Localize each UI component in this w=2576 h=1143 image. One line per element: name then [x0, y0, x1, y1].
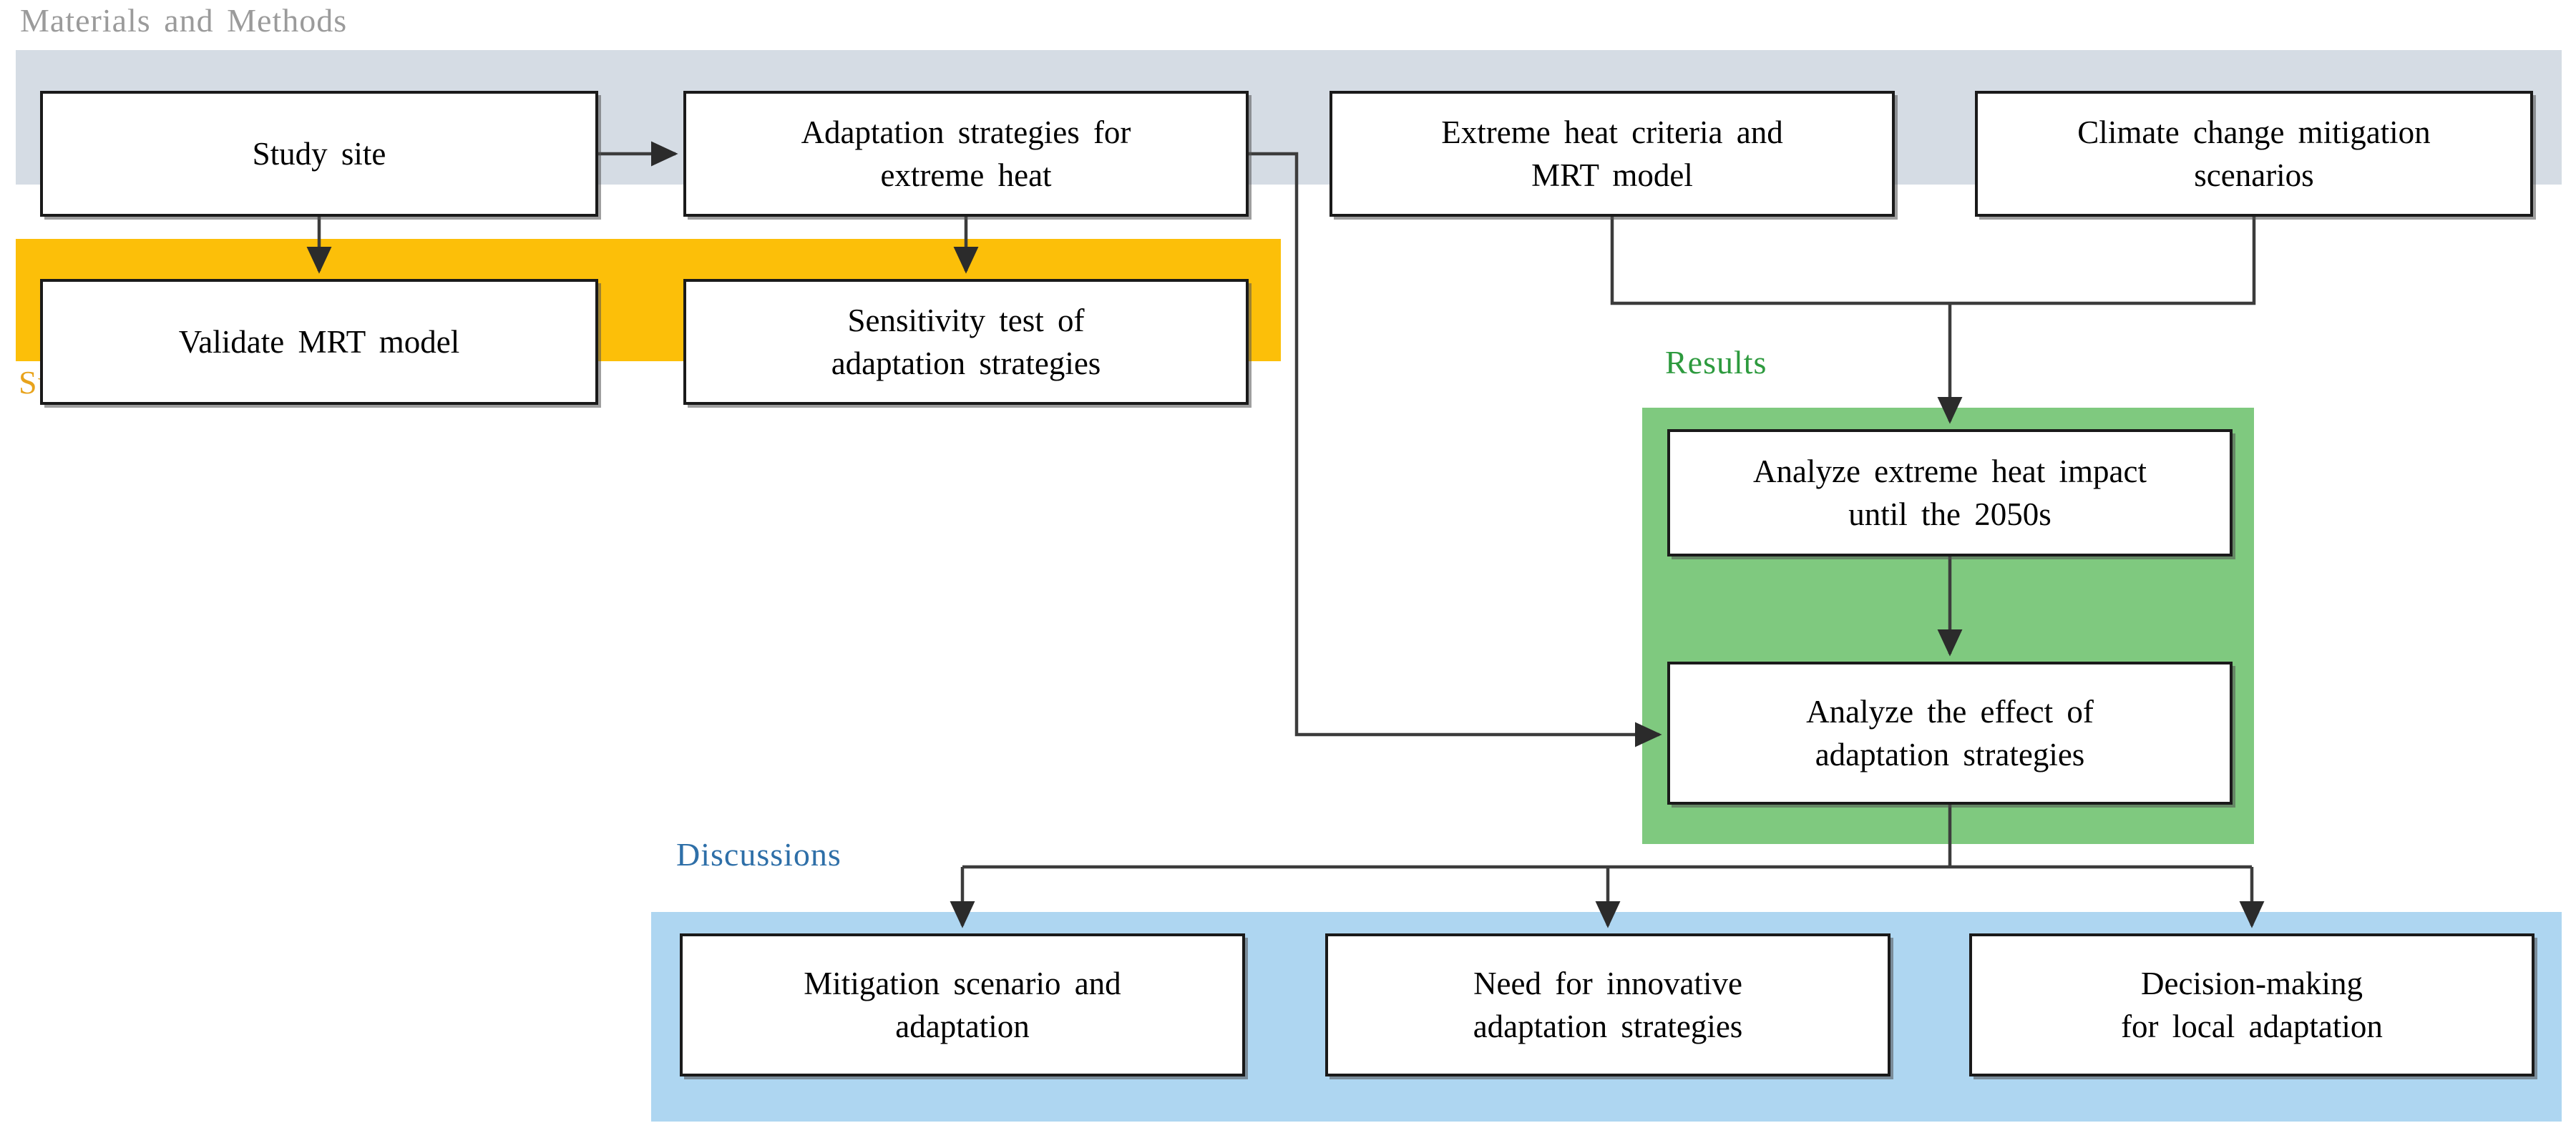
node-study-site[interactable]: Study site [40, 91, 598, 217]
node-label: Study site [252, 135, 386, 172]
node-validate-mrt-model[interactable]: Validate MRT model [40, 279, 598, 405]
section-label-materials-and-methods: Materials and Methods [20, 2, 348, 39]
section-label-discussions: Discussions [676, 836, 841, 873]
edge-scenarios-to-merge [1873, 217, 2256, 305]
edge-adaptation-to-analyze-effect [1249, 152, 1662, 747]
section-label-results: Results [1665, 344, 1767, 381]
edge-criteria-to-merge [1610, 217, 1873, 305]
node-label: Validate MRT model [178, 323, 460, 360]
